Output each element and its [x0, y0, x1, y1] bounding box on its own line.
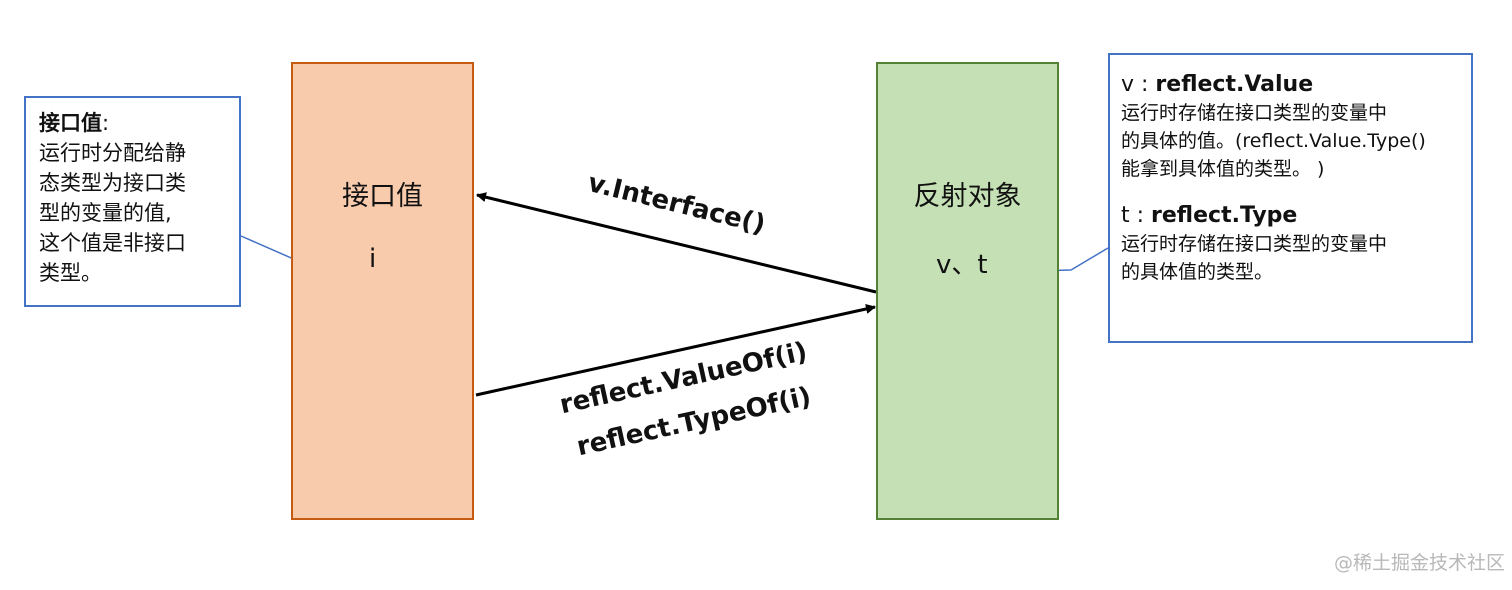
reflection-vars-label: v、t — [936, 250, 988, 280]
note-right-value-line: 的具体的值。(reflect.Value.Type() — [1121, 130, 1426, 152]
note-right-type-line: 运行时存储在接口类型的变量中 — [1121, 233, 1388, 255]
note-left-title: 接口值 — [39, 111, 102, 135]
reflection-box-title: 反射对象 — [913, 181, 1022, 212]
reflection-object-box: 反射对象 v、t — [876, 62, 1059, 520]
watermark-text: @稀土掘金技术社区 — [1334, 552, 1506, 574]
note-right-type-heading: t : reflect.Type — [1121, 202, 1463, 230]
type-prefix: t : — [1121, 203, 1152, 228]
interface-value-box: 接口值 i — [291, 62, 474, 520]
note-left-heading: 接口值: — [39, 108, 229, 138]
note-right-spacer — [1121, 183, 1463, 202]
note-right-value-line: 能拿到具体值的类型。 ) — [1121, 158, 1325, 180]
interface-var-label: i — [369, 244, 377, 274]
value-type-name: reflect.Value — [1155, 72, 1314, 97]
value-prefix: v : — [1121, 72, 1156, 97]
interface-box-title: 接口值 — [342, 181, 423, 212]
arrow-to-reflect — [475, 304, 876, 397]
note-right-type-line: 的具体值的类型。 — [1121, 261, 1274, 283]
interface-value-note: 接口值: 运行时分配给静 态类型为接口类 型的变量的值, 这个值是非接口 类型。 — [24, 96, 241, 307]
note-right-value-heading: v : reflect.Value — [1121, 71, 1463, 99]
note-left-colon: : — [102, 111, 110, 135]
note-left-line: 态类型为接口类 — [39, 171, 186, 195]
arrow-to-interface — [476, 192, 877, 294]
reflection-object-note: v : reflect.Value 运行时存储在接口类型的变量中 的具体的值。(… — [1108, 53, 1473, 343]
note-left-line: 类型。 — [39, 261, 102, 285]
note-left-line: 这个值是非接口 — [39, 231, 186, 255]
note-right-value-line: 运行时存储在接口类型的变量中 — [1121, 102, 1388, 124]
note-left-line: 型的变量的值, — [39, 201, 172, 225]
note-left-line: 运行时分配给静 — [39, 141, 186, 165]
type-type-name: reflect.Type — [1151, 203, 1298, 228]
